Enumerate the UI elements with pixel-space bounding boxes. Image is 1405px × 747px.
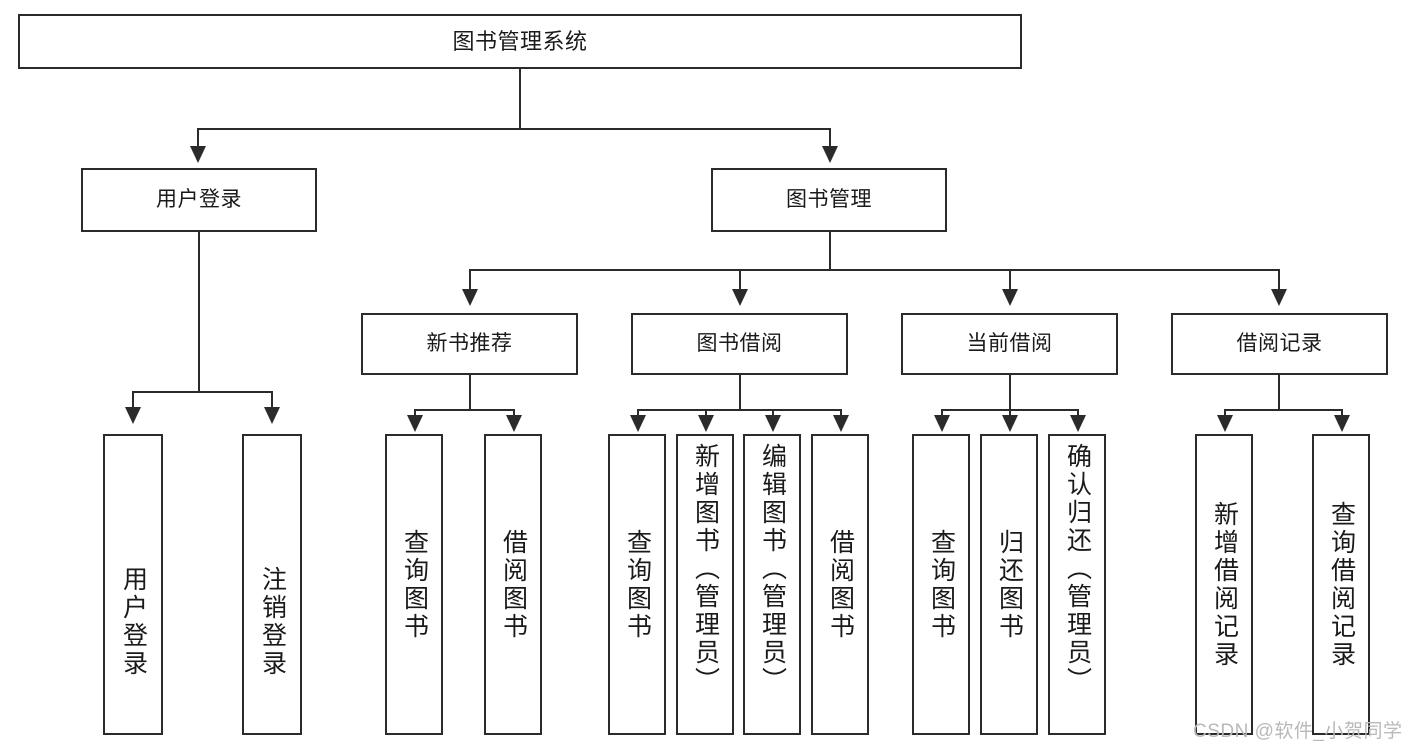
arrow-cb-to-leaf-1 <box>934 415 950 432</box>
leaf-label: 查询图书 <box>623 528 652 641</box>
arrow-cb-to-leaf-2 <box>1002 415 1018 432</box>
arrow-book-manage-to-l3-4 <box>1271 289 1287 306</box>
connector-user-login-bus <box>132 391 272 393</box>
node-label: 图书管理系统 <box>452 28 588 54</box>
node-root-book-management-system[interactable]: 图书管理系统 <box>18 14 1022 69</box>
leaf-label: 编辑图书（管理员） <box>758 443 787 695</box>
connector-user-login-to-leaf-1 <box>132 391 134 409</box>
leaf-confirm-return[interactable]: 确认归还（管理员） <box>1048 434 1106 735</box>
arrow-br-to-leaf-1 <box>1217 415 1233 432</box>
connector-current-borrow-stem <box>1009 375 1011 410</box>
connector-root-to-user-login <box>197 128 199 148</box>
leaf-logout[interactable]: 注销登录 <box>242 434 302 735</box>
connector-root-stem <box>519 69 521 129</box>
connector-book-manage-to-l3-3 <box>1009 269 1011 291</box>
arrow-book-manage-to-l3-1 <box>462 289 478 306</box>
leaf-query-book-borrow[interactable]: 查询图书 <box>608 434 666 735</box>
arrow-bb-to-leaf-4 <box>833 415 849 432</box>
leaf-borrow-book[interactable]: 借阅图书 <box>811 434 869 735</box>
connector-nbr-to-leaf-1 <box>414 409 416 417</box>
connector-bb-to-leaf-2 <box>705 409 707 417</box>
arrow-root-to-user-login <box>190 146 206 163</box>
node-label: 图书管理 <box>786 187 872 211</box>
connector-bb-to-leaf-3 <box>772 409 774 417</box>
arrow-book-manage-to-l3-2 <box>732 289 748 306</box>
connector-bb-to-leaf-4 <box>840 409 842 417</box>
leaf-label: 注销登录 <box>258 566 287 678</box>
arrow-user-login-to-leaf-2 <box>264 407 280 424</box>
connector-nbr-to-leaf-2 <box>513 409 515 417</box>
connector-book-manage-to-l3-4 <box>1278 269 1280 291</box>
arrow-bb-to-leaf-2 <box>698 415 714 432</box>
arrow-user-login-to-leaf-1 <box>125 407 141 424</box>
connector-cb-to-leaf-1 <box>941 409 943 417</box>
connector-book-borrow-bus <box>637 409 841 411</box>
arrow-br-to-leaf-2 <box>1334 415 1350 432</box>
leaf-label: 查询图书 <box>400 528 429 641</box>
connector-root-to-book-manage <box>829 128 831 148</box>
leaf-label: 归还图书 <box>995 528 1024 641</box>
node-new-book-recommend[interactable]: 新书推荐 <box>361 313 578 375</box>
node-label: 图书借阅 <box>696 331 783 355</box>
leaf-label: 新增借阅记录 <box>1210 500 1239 669</box>
connector-book-manage-to-l3-1 <box>469 269 471 291</box>
connector-cb-to-leaf-2 <box>1009 409 1011 417</box>
connector-cb-to-leaf-3 <box>1077 409 1079 417</box>
node-user-login[interactable]: 用户登录 <box>81 168 317 232</box>
connector-user-login-stem <box>198 232 200 392</box>
leaf-label: 用户登录 <box>119 566 148 678</box>
csdn-watermark: CSDN @软件_小贺同学 <box>1193 721 1403 742</box>
leaf-add-book[interactable]: 新增图书（管理员） <box>676 434 734 735</box>
leaf-label: 查询借阅记录 <box>1327 500 1356 669</box>
leaf-edit-book[interactable]: 编辑图书（管理员） <box>743 434 801 735</box>
node-current-borrow[interactable]: 当前借阅 <box>901 313 1118 375</box>
leaf-add-borrow-record[interactable]: 新增借阅记录 <box>1195 434 1253 735</box>
arrow-nbr-to-leaf-1 <box>407 415 423 432</box>
arrow-bb-to-leaf-3 <box>765 415 781 432</box>
connector-book-manage-stem <box>829 232 831 270</box>
node-label: 用户登录 <box>156 187 242 211</box>
arrow-bb-to-leaf-1 <box>630 415 646 432</box>
node-book-borrow[interactable]: 图书借阅 <box>631 313 848 375</box>
connector-bb-to-leaf-1 <box>637 409 639 417</box>
leaf-label: 借阅图书 <box>826 528 855 641</box>
arrow-root-to-book-manage <box>822 146 838 163</box>
leaf-label: 确认归还（管理员） <box>1063 443 1092 695</box>
connector-borrow-record-stem <box>1278 375 1280 410</box>
leaf-return-book[interactable]: 归还图书 <box>980 434 1038 735</box>
leaf-label: 借阅图书 <box>499 528 528 641</box>
connector-new-book-recommend-stem <box>469 375 471 410</box>
node-borrow-record[interactable]: 借阅记录 <box>1171 313 1388 375</box>
leaf-query-borrow-record[interactable]: 查询借阅记录 <box>1312 434 1370 735</box>
leaf-query-book-recommend[interactable]: 查询图书 <box>385 434 443 735</box>
connector-borrow-record-bus <box>1224 409 1342 411</box>
connector-book-borrow-stem <box>739 375 741 410</box>
connector-book-manage-to-l3-2 <box>739 269 741 291</box>
leaf-borrow-book-recommend[interactable]: 借阅图书 <box>484 434 542 735</box>
connector-br-to-leaf-1 <box>1224 409 1226 417</box>
node-book-manage[interactable]: 图书管理 <box>711 168 947 232</box>
connector-root-bus <box>197 128 831 130</box>
node-label: 借阅记录 <box>1236 331 1323 355</box>
connector-user-login-to-leaf-2 <box>271 391 273 409</box>
leaf-query-book-current[interactable]: 查询图书 <box>912 434 970 735</box>
leaf-user-login[interactable]: 用户登录 <box>103 434 163 735</box>
leaf-label: 查询图书 <box>927 528 956 641</box>
connector-br-to-leaf-2 <box>1341 409 1343 417</box>
node-label: 当前借阅 <box>966 331 1053 355</box>
connector-new-book-recommend-bus <box>414 409 514 411</box>
arrow-cb-to-leaf-3 <box>1070 415 1086 432</box>
arrow-book-manage-to-l3-3 <box>1002 289 1018 306</box>
node-label: 新书推荐 <box>426 331 513 355</box>
connector-book-manage-bus <box>469 269 1280 271</box>
leaf-label: 新增图书（管理员） <box>691 443 720 695</box>
arrow-nbr-to-leaf-2 <box>506 415 522 432</box>
